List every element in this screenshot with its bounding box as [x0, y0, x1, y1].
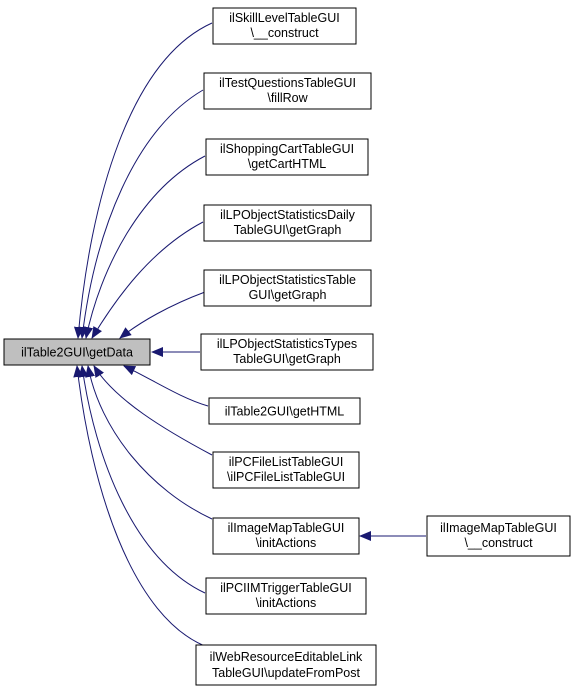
- edge-lptable-to-getdata: [119, 291, 206, 339]
- edge-webres-to-getdata: [73, 365, 211, 649]
- node-webres[interactable]: ilWebResourceEditableLink TableGUI\updat…: [195, 644, 377, 686]
- node-types-label-line2: TableGUI\getGraph: [233, 352, 341, 366]
- node-webres-label-line2: TableGUI\updateFromPost: [212, 666, 361, 680]
- node-testq-box: [203, 72, 372, 110]
- node-cart[interactable]: ilShoppingCartTableGUI \getCartHTML: [205, 138, 369, 176]
- node-getdata-box: [3, 338, 151, 366]
- node-types-label-line1: ilLPObjectStatisticsTypes: [217, 337, 357, 351]
- node-lptable-label-line1: ilLPObjectStatisticsTable: [219, 273, 356, 287]
- node-gethtml-box: [208, 397, 361, 425]
- edges: [73, 22, 426, 649]
- node-skill-label-line2: \__construct: [250, 26, 319, 40]
- node-daily-label-line2: TableGUI\getGraph: [234, 223, 342, 237]
- node-cart-box: [205, 138, 369, 176]
- node-cart-label-line1: ilShoppingCartTableGUI: [220, 142, 354, 156]
- edge-gethtml-to-getdata: [123, 365, 209, 407]
- node-lptable-box: [203, 269, 372, 307]
- edge-skill-to-getdata: [73, 22, 213, 339]
- node-imagemap-construct-box: [426, 515, 571, 557]
- node-daily-label-line1: ilLPObjectStatisticsDaily: [220, 208, 356, 222]
- node-getdata-label: ilTable2GUI\getData: [21, 346, 133, 360]
- node-types[interactable]: ilLPObjectStatisticsTypes TableGUI\getGr…: [200, 333, 374, 371]
- node-imagemap-label-line1: ilImageMapTableGUI: [228, 521, 345, 535]
- node-webres-label-line1: ilWebResourceEditableLink: [210, 650, 363, 664]
- node-imagemap-construct-label-line1: ilImageMapTableGUI: [440, 521, 557, 535]
- node-daily[interactable]: ilLPObjectStatisticsDaily TableGUI\getGr…: [203, 204, 372, 242]
- node-pciim-label-line2: \initActions: [256, 596, 316, 610]
- node-lptable[interactable]: ilLPObjectStatisticsTable GUI\getGraph: [203, 269, 372, 307]
- node-testq[interactable]: ilTestQuestionsTableGUI \fillRow: [203, 72, 372, 110]
- node-pcfile-label-line1: ilPCFileListTableGUI: [229, 455, 344, 469]
- node-imagemap[interactable]: ilImageMapTableGUI \initActions: [212, 517, 360, 555]
- node-types-box: [200, 333, 374, 371]
- edge-cart-to-getdata: [83, 155, 206, 339]
- node-pcfile[interactable]: ilPCFileListTableGUI \ilPCFileListTableG…: [212, 451, 360, 489]
- node-gethtml[interactable]: ilTable2GUI\getHTML: [208, 397, 361, 425]
- node-daily-box: [203, 204, 372, 242]
- node-imagemap-label-line2: \initActions: [256, 536, 316, 550]
- node-imagemap-construct-label-line2: \__construct: [464, 536, 533, 550]
- node-testq-label-line1: ilTestQuestionsTableGUI: [219, 76, 356, 90]
- node-testq-label-line2: \fillRow: [267, 91, 308, 105]
- edge-imagemap-to-getdata: [85, 365, 213, 520]
- node-pcfile-box: [212, 451, 360, 489]
- node-pciim[interactable]: ilPCIIMTriggerTableGUI \initActions: [205, 577, 367, 615]
- node-skill[interactable]: ilSkillLevelTableGUI \__construct: [212, 7, 357, 45]
- node-pcfile-label-line2: \ilPCFileListTableGUI: [227, 470, 345, 484]
- node-getdata[interactable]: ilTable2GUI\getData: [3, 338, 151, 366]
- edge-testq-to-getdata: [78, 89, 204, 339]
- node-pciim-label-line1: ilPCIIMTriggerTableGUI: [220, 581, 352, 595]
- node-skill-box: [212, 7, 357, 45]
- edge-daily-to-getdata: [91, 221, 204, 339]
- node-gethtml-label: ilTable2GUI\getHTML: [225, 405, 345, 419]
- node-cart-label-line2: \getCartHTML: [248, 157, 327, 171]
- node-webres-box: [195, 644, 377, 686]
- edge-pciim-to-getdata: [78, 365, 206, 594]
- node-pciim-box: [205, 577, 367, 615]
- node-lptable-label-line2: GUI\getGraph: [249, 288, 327, 302]
- edge-pcfile-to-getdata: [93, 365, 213, 456]
- node-imagemap-box: [212, 517, 360, 555]
- node-imagemap-construct[interactable]: ilImageMapTableGUI \__construct: [426, 515, 571, 557]
- node-skill-label-line1: ilSkillLevelTableGUI: [229, 11, 339, 25]
